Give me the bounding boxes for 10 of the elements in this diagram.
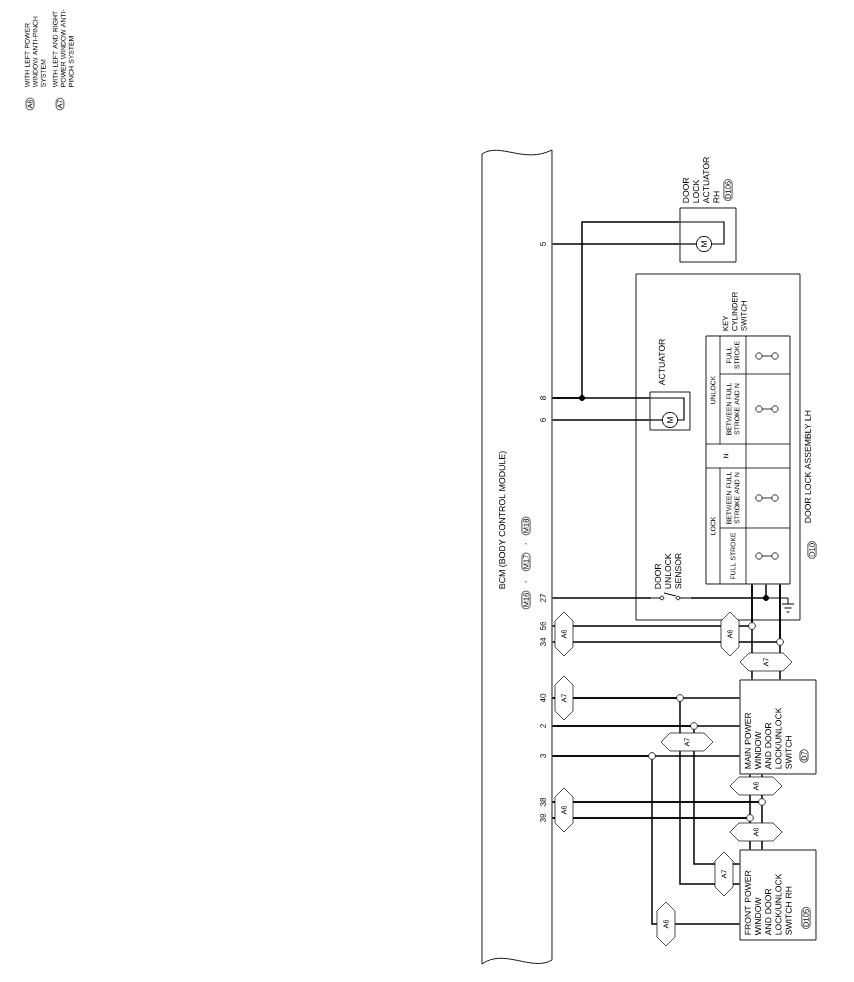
wire [689, 583, 767, 599]
wire [551, 697, 741, 885]
wire [551, 817, 751, 851]
wire [551, 801, 763, 851]
wire [551, 397, 651, 399]
wire [551, 597, 653, 599]
wire [551, 755, 741, 925]
wire [551, 243, 681, 245]
wire [551, 725, 741, 865]
wire [551, 419, 651, 421]
